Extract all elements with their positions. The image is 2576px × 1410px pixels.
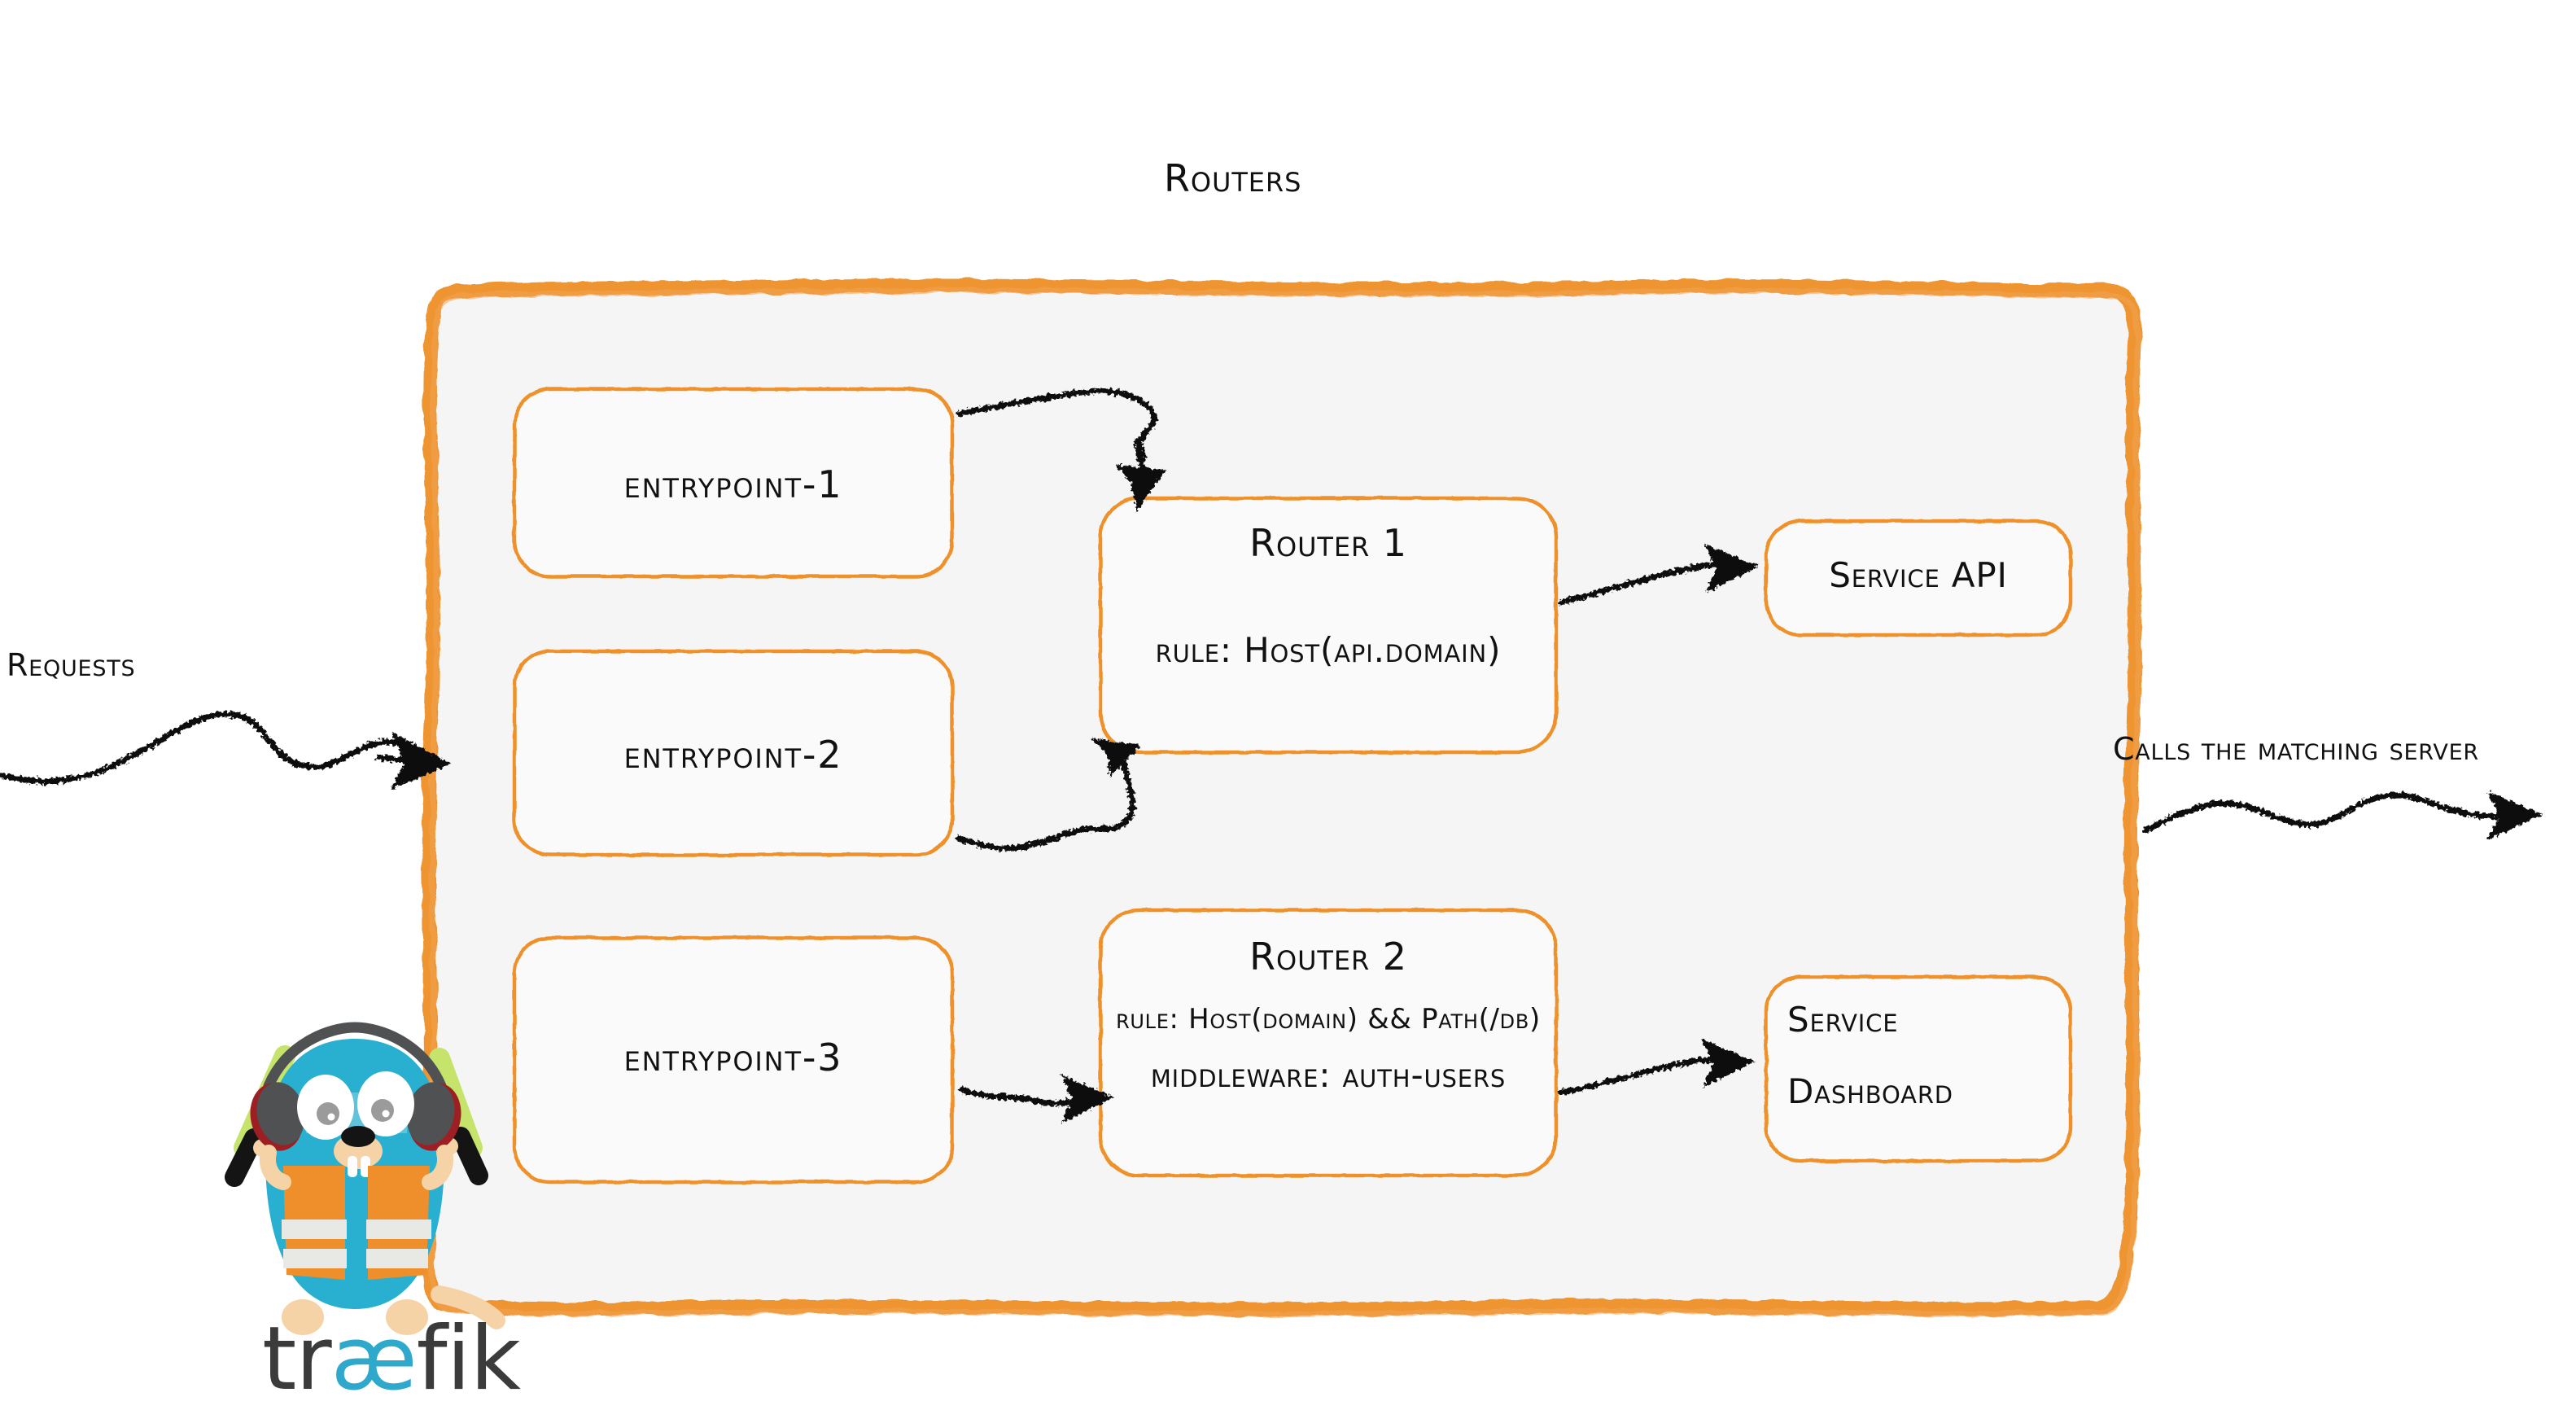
mascot-foot-left (282, 1299, 324, 1335)
entrypoint-label-3: entrypoint-3 (623, 1036, 843, 1079)
router-middleware-2: middleware: auth-users (1150, 1055, 1507, 1095)
mascot-tail (431, 1285, 505, 1329)
traefik-gopher-mascot (225, 1022, 505, 1335)
entrypoint-label-1: entrypoint-1 (623, 462, 843, 506)
mascot-tooth-left (348, 1156, 357, 1177)
arrow-router1-service-api (1558, 544, 1759, 606)
service-box-dashboard[interactable] (1764, 974, 2073, 1163)
calls-the-matching-server-label: Calls the matching server (2113, 731, 2479, 767)
mascot-arm-left (260, 1145, 291, 1190)
flow-arrows (0, 388, 2543, 1124)
mascot-eye-left (297, 1075, 354, 1140)
arrow-requests-in (0, 711, 452, 790)
entrypoint-box-2[interactable] (512, 649, 955, 857)
wordmark-ae-ligature: æ (330, 1308, 418, 1410)
mascot-eye-right (357, 1071, 414, 1136)
arrow-ep1-router1 (956, 388, 1166, 512)
entrypoint-box-3[interactable] (512, 935, 955, 1184)
service-label-dashboard-line2: Dashboard (1787, 1071, 1953, 1111)
arrow-router2-service-dashboard (1558, 1039, 1756, 1096)
service-box-api[interactable] (1764, 519, 2073, 637)
service-label-api: Service API (1829, 555, 2008, 595)
wordmark-fik: fik (416, 1308, 521, 1410)
arrow-ep3-router2 (959, 1075, 1114, 1124)
mascot-arm-right (422, 1145, 453, 1190)
router-box-2[interactable] (1098, 908, 1559, 1178)
entrypoint-box-1[interactable] (512, 387, 955, 579)
router-title-1: Router 1 (1249, 521, 1407, 565)
mascot-nose (341, 1126, 375, 1147)
wordmark-tr: tr (262, 1308, 332, 1410)
entrypoint-label-2: entrypoint-2 (623, 733, 843, 777)
arrow-ep2-router1 (956, 738, 1142, 852)
router-rule-2: rule: Host(domain) && Path(/db) (1116, 1003, 1541, 1036)
router-box-1[interactable] (1098, 496, 1559, 755)
mascot-foot-right (386, 1299, 428, 1335)
mascot-headphone-right (406, 1082, 461, 1151)
mascot-headphone-band (263, 1022, 447, 1092)
mascot-headphone-left (250, 1082, 305, 1151)
traefik-wordmark: træfik (262, 1316, 521, 1403)
page-title: Routers (1164, 156, 1302, 200)
router-title-2: Router 2 (1249, 935, 1407, 979)
router-rule-1: rule: Host(api.domain) (1155, 630, 1502, 670)
service-label-dashboard-line1: Service (1787, 1000, 1899, 1040)
arrow-calls-out (2142, 791, 2543, 841)
requests-label: Requests (7, 647, 136, 683)
mascot-vest (282, 1166, 431, 1280)
